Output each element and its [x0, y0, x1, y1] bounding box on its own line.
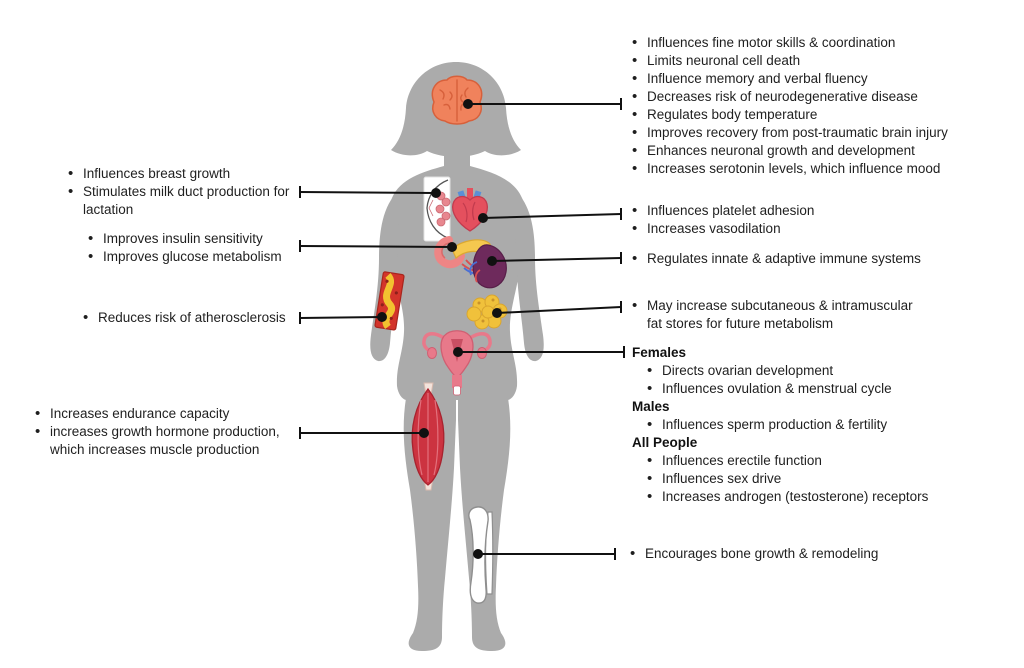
list-item: Increases androgen (testosterone) recept…	[645, 488, 972, 506]
heart-icon	[451, 188, 489, 232]
list-item: Influence memory and verbal fluency	[630, 70, 978, 88]
list-item: Influences platelet adhesion	[630, 202, 940, 220]
females-heading: Females	[632, 345, 687, 360]
list-item: Regulates innate & adaptive immune syste…	[630, 250, 970, 268]
connector-fat	[492, 301, 622, 318]
fat-effects-list: May increase subcutaneous & intramuscula…	[630, 297, 918, 333]
list-item: Directs ovarian development	[645, 362, 972, 380]
list-item: Regulates body temperature	[630, 106, 978, 124]
immune-effects-list: Regulates innate & adaptive immune syste…	[630, 250, 970, 268]
list-item: Influences fine motor skills & coordinat…	[630, 34, 978, 52]
muscle-icon	[411, 382, 445, 491]
list-item: Enhances neuronal growth and development	[630, 142, 978, 160]
list-item: increases growth hormone production, whi…	[33, 423, 295, 459]
males-heading: Males	[632, 399, 670, 414]
list-item: Encourages bone growth & remodeling	[628, 545, 938, 563]
list-item: Increases serotonin levels, which influe…	[630, 160, 978, 178]
silhouette-right-arm	[515, 197, 544, 362]
list-item: Improves recovery from post-traumatic br…	[630, 124, 978, 142]
list-item: Decreases risk of neurodegenerative dise…	[630, 88, 978, 106]
artery-effects-list: Reduces risk of atherosclerosis	[81, 309, 321, 327]
list-item: Influences sperm production & fertility	[645, 416, 972, 434]
heart-effects-list: Influences platelet adhesion Increases v…	[630, 202, 940, 238]
metabolic-effects-list: Improves insulin sensitivity Improves gl…	[86, 230, 316, 266]
list-item: Improves insulin sensitivity	[86, 230, 316, 248]
list-item: Influences erectile function	[645, 452, 972, 470]
mammary-gland-icon	[423, 176, 451, 242]
connectors	[299, 98, 625, 560]
reproductive-effects-block: Females Directs ovarian development Infl…	[632, 344, 972, 506]
connector-muscle	[299, 427, 429, 439]
brain-effects-list: Influences fine motor skills & coordinat…	[630, 34, 978, 178]
list-item: Influences breast growth	[66, 165, 298, 183]
connector-breast	[299, 186, 441, 198]
list-item: Increases endurance capacity	[33, 405, 295, 423]
list-item: Increases vasodilation	[630, 220, 940, 238]
connector-brain	[463, 98, 622, 110]
connector-spleen	[487, 252, 622, 266]
connector-heart	[478, 208, 622, 223]
muscle-effects-list: Increases endurance capacity increases g…	[33, 405, 295, 459]
connector-bone	[473, 548, 616, 560]
connector-uterus	[453, 346, 625, 358]
list-item: May increase subcutaneous & intramuscula…	[630, 297, 918, 333]
list-item: Influences sex drive	[645, 470, 972, 488]
list-item: Stimulates milk duct production for lact…	[66, 183, 298, 219]
list-item: Improves glucose metabolism	[86, 248, 316, 266]
list-item: Limits neuronal cell death	[630, 52, 978, 70]
list-item: Reduces risk of atherosclerosis	[81, 309, 321, 327]
brain-icon	[431, 75, 483, 125]
milk-ducts	[428, 191, 451, 227]
breast-effects-list: Influences breast growth Stimulates milk…	[66, 165, 298, 219]
all-people-heading: All People	[632, 435, 698, 450]
list-item: Influences ovulation & menstrual cycle	[645, 380, 972, 398]
bone-effects-list: Encourages bone growth & remodeling	[628, 545, 938, 563]
